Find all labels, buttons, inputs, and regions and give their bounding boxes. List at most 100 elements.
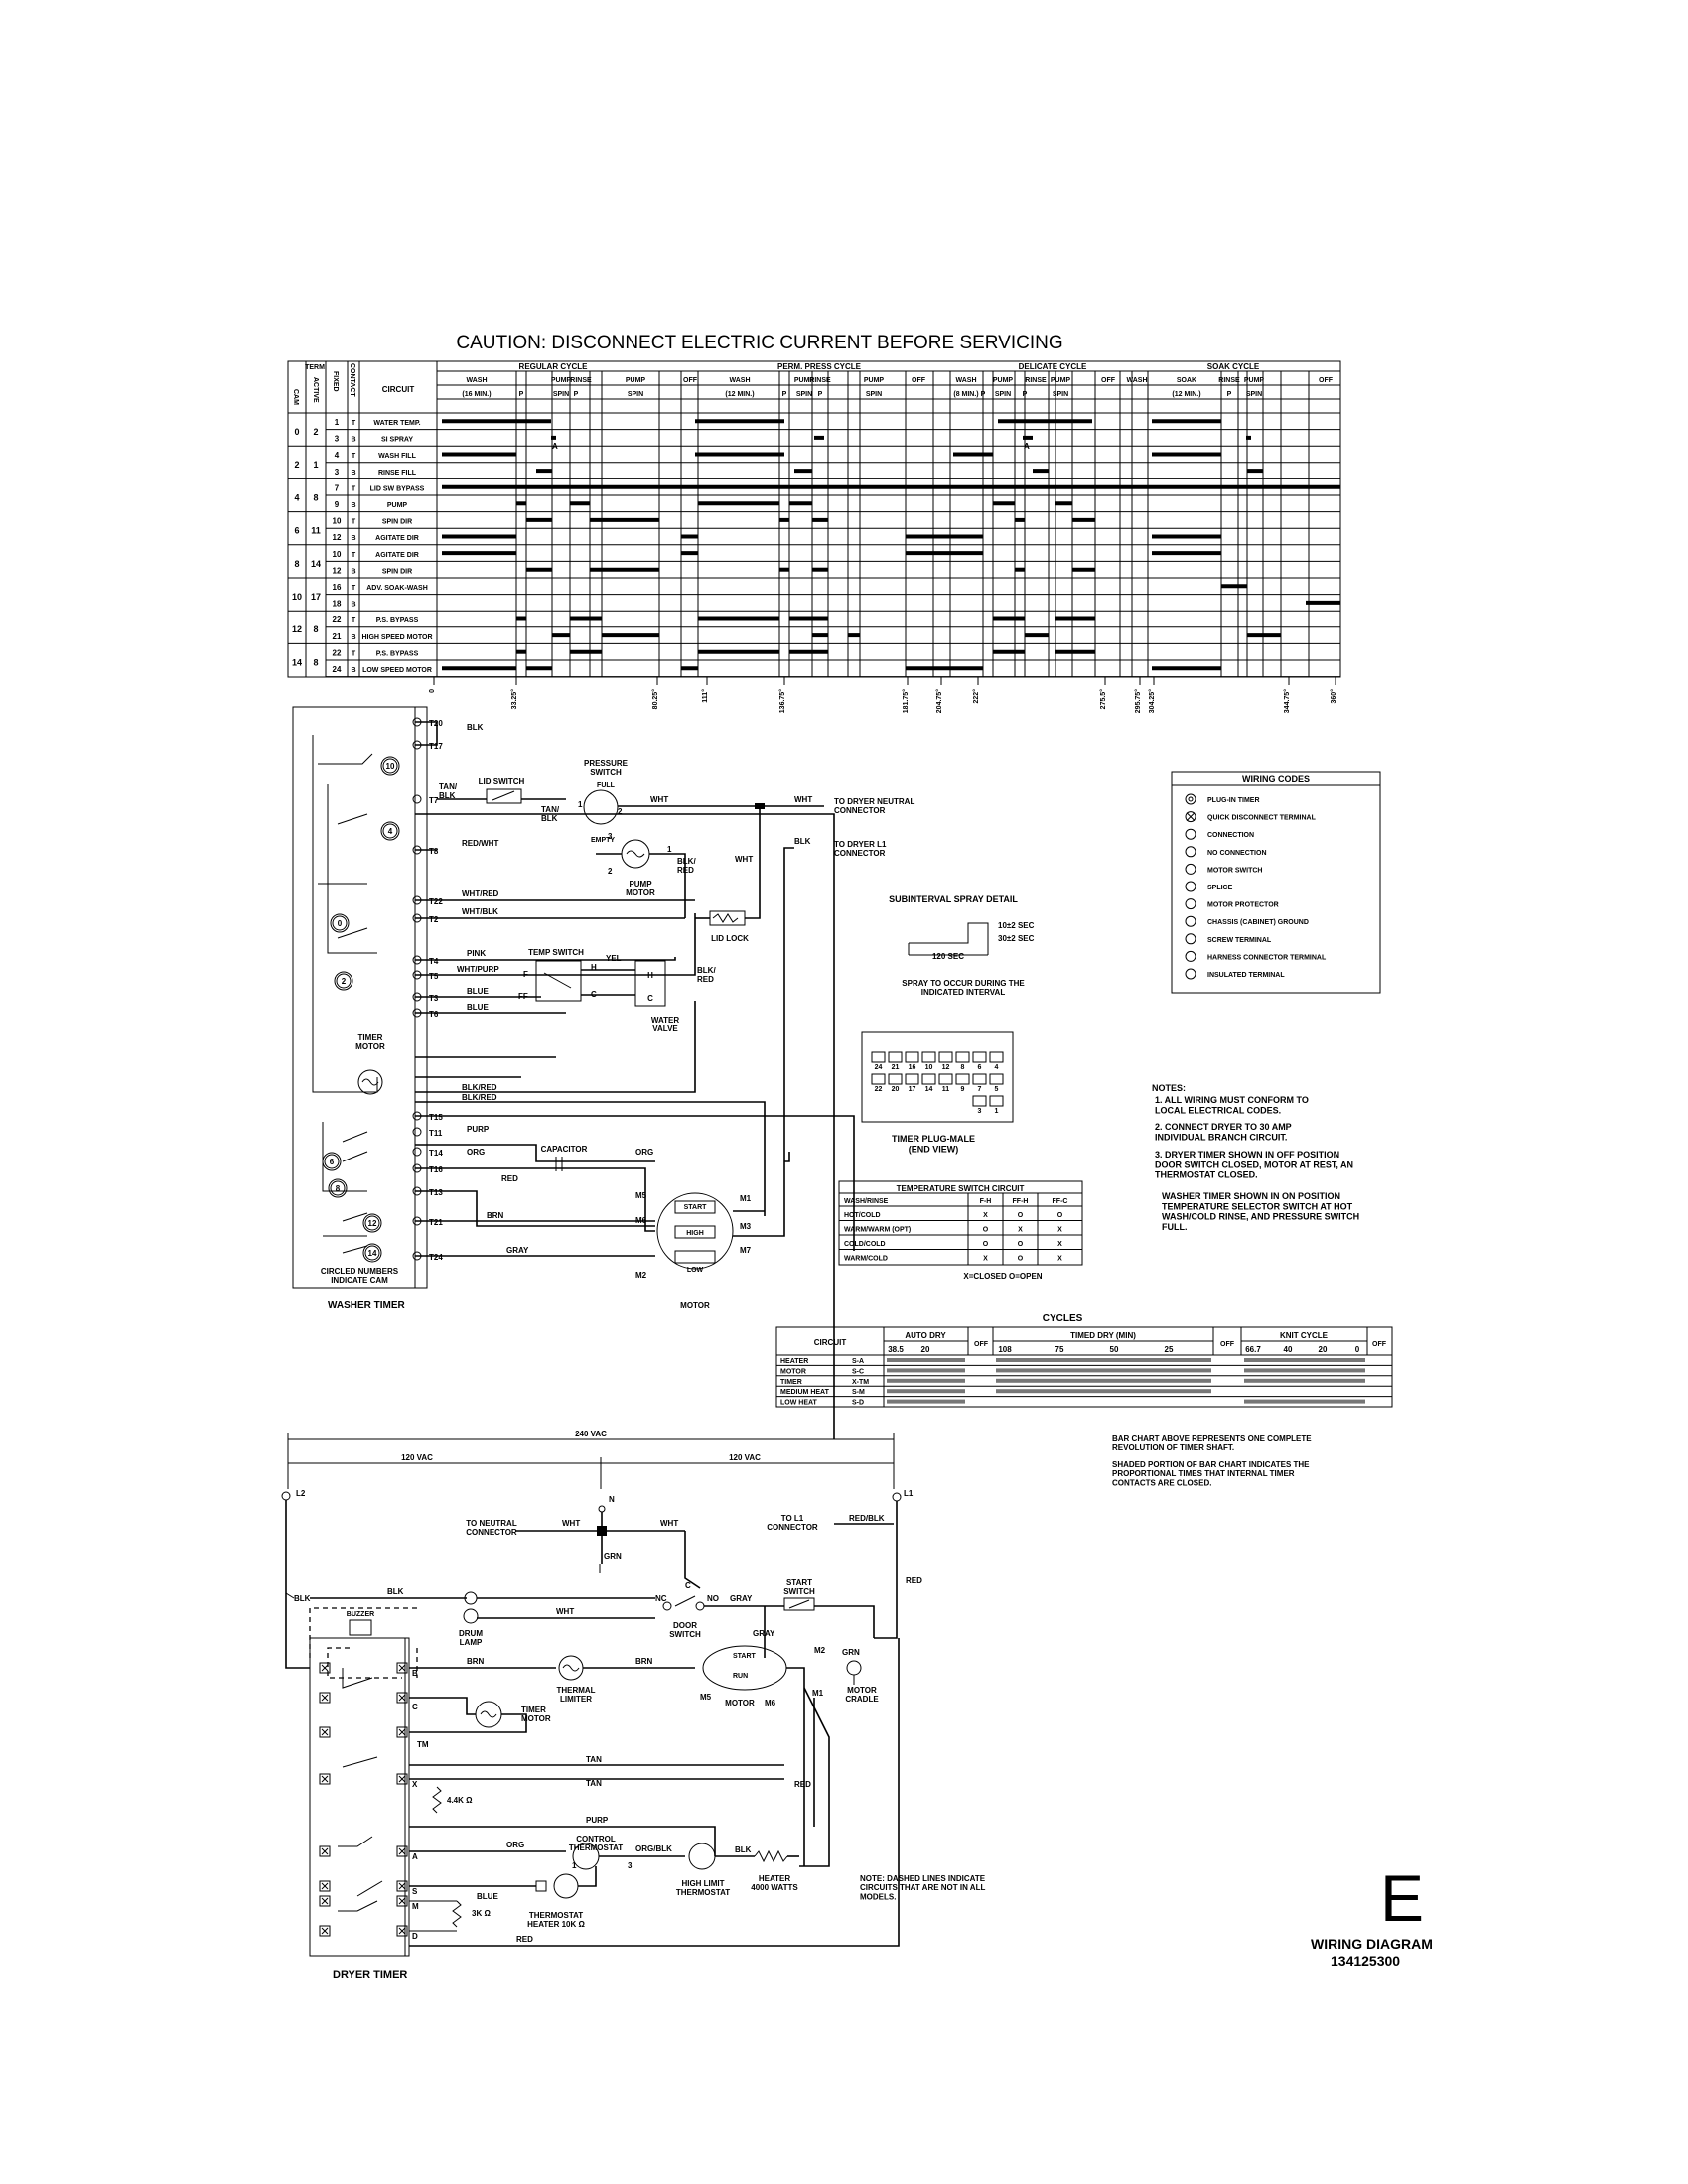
dryer-brn-1: BRN [467,1657,485,1666]
spray-marker-a: A [552,442,558,451]
chart-step-7: RINSE [809,377,831,384]
ts-pin-f: F [523,970,528,979]
chart-circuit-6: SPIN DIR [382,519,412,526]
knit-val-3: 0 [1355,1345,1360,1354]
chart-step-2: RINSE [570,377,592,384]
wire-org-1: ORG [467,1148,485,1157]
code-splice-icon [1185,881,1196,892]
code-label-1: QUICK DISCONNECT TERMINAL [1207,815,1317,822]
cycle-delicate: DELICATE CYCLE [1019,362,1087,371]
knit-val-0: 66.7 [1245,1345,1261,1354]
chart-degree-1: 33.25° [510,689,518,710]
chart-contact-9: B [351,568,355,575]
chart-active-4: 8 [313,492,318,502]
chart-cam-2: 2 [294,460,299,470]
dryer-row-name-2: TIMER [780,1379,802,1386]
chart-duration-2: SPIN [553,391,569,398]
washer-terminal-t4: T4 [429,957,439,966]
dryer-timer-pin-a: A [412,1852,418,1861]
chart-fixed-1: 3 [335,435,340,444]
chart-degree-3: 111° [701,689,709,703]
washer-terminal-t7: T7 [429,796,439,805]
chart-degree-5: 181.75° [902,689,910,713]
dryer-grn-2: GRN [842,1648,860,1657]
chart-duration-13: P [1023,391,1028,398]
chart-step-3: PUMP [626,377,646,384]
plug-pin-top-7: 4 [995,1064,999,1071]
dryer-bar-0-2 [1244,1358,1365,1362]
chart-step-17: RINSE [1218,377,1240,384]
door-nc: NC [655,1594,667,1603]
dryer-bar-2-0 [887,1378,965,1383]
chart-fixed-9: 12 [333,566,342,575]
motor-m2: M2 [635,1271,647,1280]
code-insulated-terminal-icon [1185,968,1196,980]
chart-circuit-12: P.S. BYPASS [376,617,419,624]
dryer-off-2: OFF [1220,1341,1235,1348]
temp-table-cell-1-3: X [1057,1227,1062,1234]
chart-step-14: OFF [1101,377,1116,384]
title-block: E WIRING DIAGRAM 134125300 [1311,1861,1433,1969]
lid-lock-label: LID LOCK [711,934,749,943]
dryer-bar-2-2 [1244,1378,1365,1383]
dryer-row-name-1: MOTOR [780,1368,806,1375]
valve-pin-h: H [647,971,653,980]
chart-step-16: SOAK [1177,377,1196,384]
head-contact: CONTACT [349,363,355,397]
dryer-bar-3-0 [887,1389,965,1394]
chart-degree-9: 295.75° [1134,689,1142,713]
chart-circuit-8: AGITATE DIR [375,552,419,559]
temp-table-cell-3-0: WARM/COLD [844,1256,888,1263]
temp-switch-label: TEMP SWITCH [528,948,584,957]
chart-circuit-0: WATER TEMP. [373,420,420,427]
chart-contact-3: B [351,470,355,477]
temp-table-legend: X=CLOSED O=OPEN [963,1272,1042,1281]
dryer-wht-2: WHT [660,1519,678,1528]
chart-step-6: PUMP [794,377,815,384]
wire-blue-2: BLUE [467,1003,489,1012]
chart-active-0: 2 [313,427,318,437]
dryer-wht-3: WHT [556,1607,574,1616]
spray-marker-a-2: A [1024,442,1030,451]
chart-step-8: PUMP [864,377,885,384]
cam-8: 8 [328,1178,348,1198]
cam-2: 2 [334,971,353,991]
wire-blk-red-3: BLK/RED [677,857,696,875]
wire-wht-purp: WHT/PURP [457,965,499,974]
chart-contact-14: T [352,650,356,657]
chart-fixed-13: 21 [333,632,342,641]
cam-0: 0 [330,913,350,933]
timer-plug-caption: TIMER PLUG-MALE(END VIEW) [892,1134,975,1154]
diagram-title: WIRING DIAGRAM [1311,1936,1433,1952]
chart-duration-17: SPIN [1246,391,1262,398]
chart-fixed-12: 22 [333,615,342,624]
chart-active-8: 14 [311,559,321,569]
chart-step-0: WASH [467,377,488,384]
chart-duration-12: SPIN [995,391,1011,398]
temp-table-head-3: FF-C [1053,1198,1068,1205]
temp-table-head-0: WASH/RINSE [844,1198,889,1205]
dryer-row-code-3: S-M [852,1389,865,1396]
chart-duration-7: SPIN [796,391,812,398]
dryer-red-blk: RED/BLK [849,1514,885,1523]
dryer-red-1: RED [906,1576,922,1585]
wire-blue-1: BLUE [467,987,489,996]
washer-schematic: T20T17T7T8T22T2T4T5T3T6T15T11T14T16T13T2… [292,706,914,1439]
chart-degree-10: 304.25° [1148,689,1156,713]
ps-full-label: FULL [597,782,616,789]
chart-degree-12: 360° [1330,689,1337,704]
part-number: 134125300 [1331,1953,1400,1969]
code-label-6: MOTOR PROTECTOR [1207,902,1279,909]
chart-active-10: 17 [311,592,321,602]
washer-timer-label: WASHER TIMER [328,1300,406,1311]
washer-terminal-t24: T24 [429,1253,443,1262]
cycle-soak: SOAK CYCLE [1207,362,1260,371]
temp-table-head-2: FF-H [1013,1198,1029,1205]
